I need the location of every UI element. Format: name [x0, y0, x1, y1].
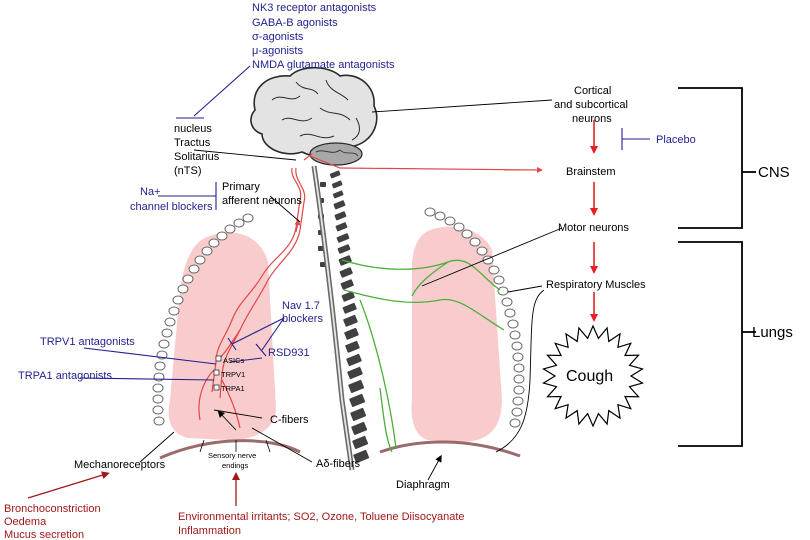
brainstem-label: Brainstem: [566, 166, 616, 178]
cortical-line3: neurons: [572, 113, 612, 125]
lungs-label: Lungs: [752, 324, 793, 341]
efferent-nerves: [341, 259, 505, 453]
cause-oedema: Oedema: [4, 516, 47, 528]
ad-fibers-label: Aδ-fibers: [316, 458, 361, 470]
c-fibers-label: C-fibers: [270, 414, 309, 426]
sensory-line1: Sensory nerve: [208, 451, 256, 460]
nts-line3: Solitarius: [174, 151, 220, 163]
primary-afferent-line2: afferent neurons: [222, 195, 302, 207]
receptor-markers: [213, 355, 222, 391]
drug-trpv1: TRPV1 antagonists: [40, 336, 135, 348]
right-diaphragm: [379, 440, 521, 458]
drug-rsd931: RSD931: [268, 347, 310, 359]
cough-label: Cough: [566, 368, 613, 385]
right-lung: [411, 226, 502, 442]
motor-neurons-label: Motor neurons: [558, 222, 629, 234]
drug-na-line1: Na+: [140, 186, 161, 198]
cortical-line2: and subcortical: [554, 99, 628, 111]
cause-inflammation: Inflammation: [178, 525, 241, 537]
cause-bronchoconstriction: Bronchoconstriction: [4, 503, 101, 515]
left-rib-cage: [152, 213, 254, 426]
cortical-line1: Cortical: [574, 85, 611, 97]
drug-nmda: NMDA glutamate antagonists: [252, 59, 395, 71]
nts-line4: (nTS): [174, 165, 202, 177]
drug-nk3: NK3 receptor antagonists: [252, 2, 377, 14]
nts-line2: Tractus: [174, 137, 211, 149]
drug-trpa1: TRPA1 antagonists: [18, 370, 112, 382]
drug-nav-line2: blockers: [282, 313, 323, 325]
cns-label: CNS: [758, 164, 790, 181]
left-lung: [168, 232, 276, 440]
left-diaphragm: [159, 439, 301, 460]
respiratory-muscles-label: Respiratory Muscles: [546, 279, 646, 291]
placebo-label: Placebo: [656, 134, 696, 146]
nts-line1: nucleus: [174, 123, 212, 135]
arrow-bronchoconstriction: [27, 471, 110, 499]
mechanoreceptors-label: Mechanoreceptors: [74, 459, 166, 471]
drug-sigma: σ-agonists: [252, 31, 304, 43]
sensory-line2: endings: [222, 461, 249, 470]
cough-burst: [542, 324, 644, 428]
cause-mucus: Mucus secretion: [4, 529, 84, 540]
drug-na-line2: channel blockers: [130, 201, 213, 213]
right-rib-cage: [424, 207, 525, 428]
receptor-asics: ASICs: [223, 356, 245, 365]
receptor-trpa1: TRPA1: [221, 384, 245, 393]
cause-irritants: Environmental irritants; SO2, Ozone, Tol…: [178, 511, 465, 523]
drug-mu: μ-agonists: [252, 45, 303, 57]
brain: [250, 66, 378, 166]
spine-vertebrae: [318, 170, 370, 463]
diaphragm-label: Diaphragm: [396, 479, 450, 491]
afferent-nerves: [198, 153, 541, 429]
inhibition-lines: [79, 65, 650, 381]
drug-gabab: GABA-B agonists: [252, 17, 338, 29]
drug-nav-line1: Nav 1.7: [282, 300, 320, 312]
receptor-trpv1: TRPV1: [221, 370, 245, 379]
pointer-lines: [139, 99, 563, 463]
region-brackets: [678, 87, 756, 447]
primary-afferent-line1: Primary: [222, 181, 260, 193]
